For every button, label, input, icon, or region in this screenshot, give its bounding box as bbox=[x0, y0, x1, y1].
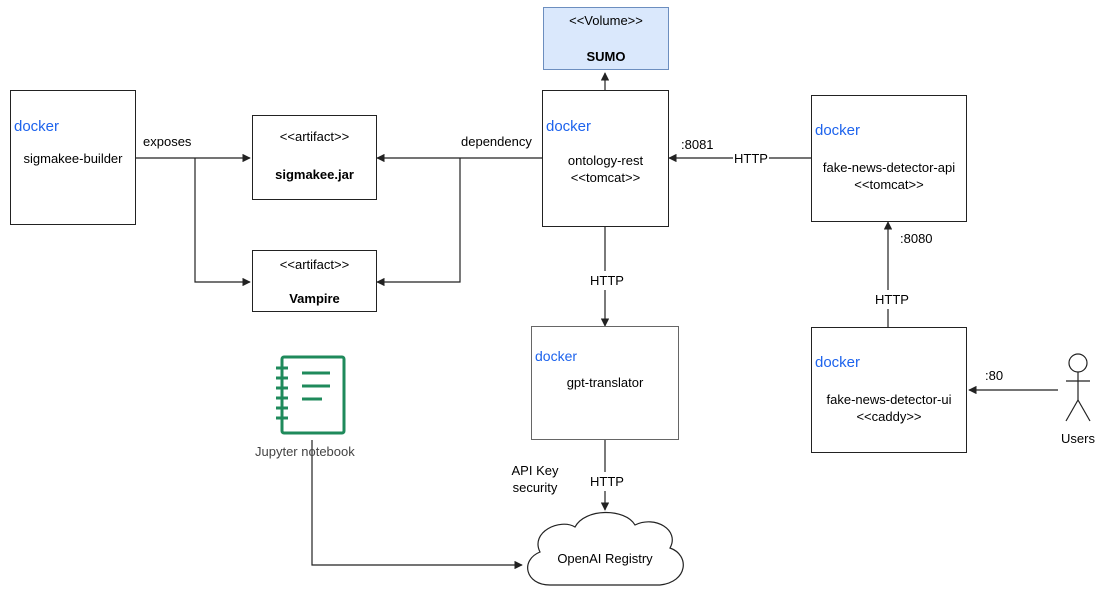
docker-logo-text: docker bbox=[815, 354, 861, 371]
fake-news-ui-stereotype: <<caddy>> bbox=[856, 409, 922, 424]
sumo-volume bbox=[543, 7, 669, 70]
vampire-artifact bbox=[252, 250, 377, 312]
ontology-rest-container bbox=[542, 90, 669, 227]
docker-logo-text: docker bbox=[14, 118, 60, 135]
edge-label-http-gpt-openai: HTTP bbox=[589, 472, 625, 491]
sumo-stereotype: <<Volume>> bbox=[569, 13, 643, 28]
edge-rest-to-vampire bbox=[376, 158, 461, 287]
openai-registry-label: OpenAI Registry bbox=[557, 551, 653, 566]
api-key-line1: API Key bbox=[511, 463, 559, 478]
sigmakee-builder-label: sigmakee-builder bbox=[23, 151, 123, 166]
edge-jupyter-to-openai bbox=[311, 440, 523, 570]
jupyter-notebook-icon bbox=[276, 355, 346, 435]
vampire-name: Vampire bbox=[289, 291, 340, 306]
jupyter-notebook-label: Jupyter notebook bbox=[255, 444, 355, 459]
users-actor bbox=[1065, 353, 1091, 422]
edge-label-port-80: :80 bbox=[985, 368, 1004, 383]
docker-logo-text: docker bbox=[815, 122, 861, 139]
edge-label-http-api-rest: HTTP bbox=[733, 150, 769, 167]
gpt-translator-container bbox=[531, 326, 679, 440]
ontology-rest-stereotype: <<tomcat>> bbox=[570, 170, 641, 185]
edge-label-port-8080: :8080 bbox=[900, 231, 933, 246]
gpt-translator-label: gpt-translator bbox=[566, 375, 644, 390]
sigmakee-jar-name: sigmakee.jar bbox=[275, 167, 354, 182]
openai-registry-cloud bbox=[527, 511, 684, 586]
fake-news-api-label: fake-news-detector-api bbox=[822, 160, 956, 175]
edge-label-http-ui-api: HTTP bbox=[874, 290, 910, 309]
fake-news-ui-label: fake-news-detector-ui bbox=[826, 392, 952, 407]
fake-news-api-container bbox=[811, 95, 967, 222]
edge-label-api-key: API Key security bbox=[502, 462, 568, 496]
sigmakee-jar-artifact bbox=[252, 115, 377, 200]
api-key-line2: security bbox=[512, 480, 558, 495]
docker-logo-text: docker bbox=[535, 348, 578, 364]
fake-news-ui-container bbox=[811, 327, 967, 453]
ontology-rest-label: ontology-rest bbox=[567, 153, 644, 168]
edge-builder-to-vampire bbox=[194, 158, 251, 287]
sumo-name: SUMO bbox=[586, 49, 626, 64]
fake-news-api-stereotype: <<tomcat>> bbox=[854, 177, 924, 192]
docker-logo-text: docker bbox=[546, 118, 592, 135]
sigmakee-builder-container bbox=[10, 90, 136, 225]
edge-label-http-rest-gpt: HTTP bbox=[589, 271, 625, 290]
edge-label-port-8081: :8081 bbox=[681, 137, 714, 152]
users-label: Users bbox=[1061, 431, 1095, 446]
sigmakee-jar-stereotype: <<artifact>> bbox=[279, 129, 350, 144]
edge-label-dependency: dependency bbox=[461, 133, 532, 150]
vampire-stereotype: <<artifact>> bbox=[279, 257, 350, 272]
edge-label-exposes: exposes bbox=[143, 133, 192, 150]
